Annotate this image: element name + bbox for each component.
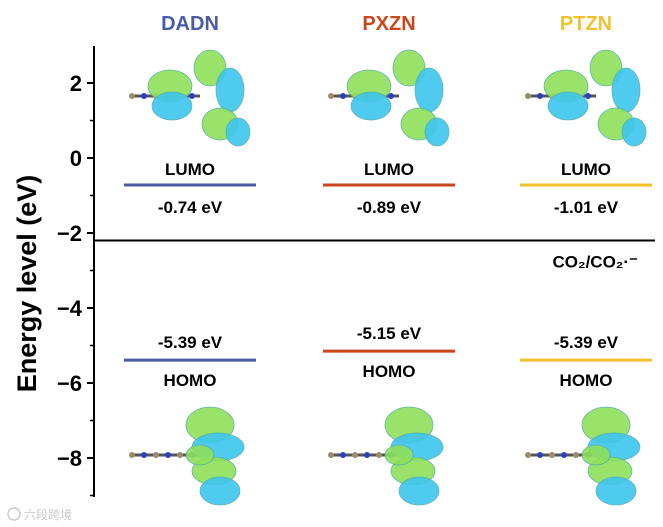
lumo-label: LUMO (165, 160, 215, 179)
orbital-lobe (581, 444, 611, 466)
atom (549, 452, 555, 458)
y-axis-label: Energy level (eV) (12, 175, 42, 393)
orbital-lobe (398, 476, 440, 506)
lumo-label: LUMO (364, 160, 414, 179)
orbital-lobe (193, 49, 227, 87)
homo-value-label: -5.39 eV (158, 333, 223, 352)
atom (328, 93, 334, 99)
orbital-lobe (151, 91, 193, 121)
orbital-lobe (199, 476, 241, 506)
lumo-orbital-icon (129, 49, 251, 147)
atom (328, 452, 334, 458)
homo-orbital-icon (328, 406, 444, 506)
atom (537, 452, 543, 458)
atom (364, 452, 370, 458)
homo-label: HOMO (164, 371, 217, 390)
reference-label: CO₂/CO₂·⁻ (553, 253, 638, 272)
orbital-lobe (350, 91, 392, 121)
atom (376, 452, 382, 458)
atom (340, 93, 346, 99)
atom (177, 452, 183, 458)
homo-value-label: -5.15 eV (357, 324, 422, 343)
y-tick-label: −4 (57, 296, 83, 321)
atom (561, 452, 567, 458)
y-tick-label: −6 (57, 371, 82, 396)
atom (129, 93, 135, 99)
orbital-lobe (225, 117, 251, 147)
watermark-text: 六段跨境 (24, 507, 72, 522)
homo-value-label: -5.39 eV (554, 333, 619, 352)
orbital-lobe (384, 444, 414, 466)
lumo-orbital-icon (328, 49, 450, 147)
orbital-lobe (215, 67, 245, 113)
atom (352, 452, 358, 458)
lumo-orbital-icon (525, 49, 647, 147)
y-tick-label: 2 (70, 71, 82, 96)
orbital-lobe (589, 49, 623, 87)
atom (165, 452, 171, 458)
orbital-lobe (392, 49, 426, 87)
molecule-pxzn: PXZN LUMO -0.89 eV -5.15 eV HOMO (323, 13, 455, 506)
atom (525, 452, 531, 458)
homo-label: HOMO (363, 362, 416, 381)
homo-orbital-icon (525, 406, 641, 506)
molecule-ptzn: PTZN LUMO -1.01 eV -5.39 eV HOMO (520, 13, 652, 506)
lumo-value-label: -1.01 eV (554, 198, 619, 217)
lumo-value-label: -0.74 eV (158, 198, 223, 217)
atom (388, 93, 394, 99)
watermark-logo: 六段跨境 (7, 507, 72, 522)
homo-orbital-icon (129, 406, 245, 506)
atom (141, 93, 147, 99)
orbital-lobe (424, 117, 450, 147)
orbital-lobe (185, 444, 215, 466)
y-tick-label: 0 (70, 146, 82, 171)
atom (537, 93, 543, 99)
orbital-lobe (621, 117, 647, 147)
atom (585, 93, 591, 99)
molecule-dadn: DADN LUMO -0.74 eV -5.39 eV HOMO (124, 13, 256, 506)
orbital-lobe (547, 91, 589, 121)
atom (129, 452, 135, 458)
y-tick-label: −2 (57, 221, 82, 246)
lumo-label: LUMO (561, 160, 611, 179)
orbital-lobe (595, 476, 637, 506)
y-tick-label: −8 (57, 446, 82, 471)
atom (340, 452, 346, 458)
molecule-title: PTZN (560, 13, 612, 35)
molecule-title: DADN (161, 13, 219, 35)
atom (525, 93, 531, 99)
atom (189, 93, 195, 99)
atom (153, 452, 159, 458)
lumo-value-label: -0.89 eV (357, 198, 422, 217)
molecule-title: PXZN (362, 13, 415, 35)
orbital-lobe (414, 67, 444, 113)
homo-label: HOMO (560, 371, 613, 390)
watermark-icon (7, 507, 21, 521)
atom (573, 452, 579, 458)
orbital-lobe (611, 67, 641, 113)
atom (141, 452, 147, 458)
